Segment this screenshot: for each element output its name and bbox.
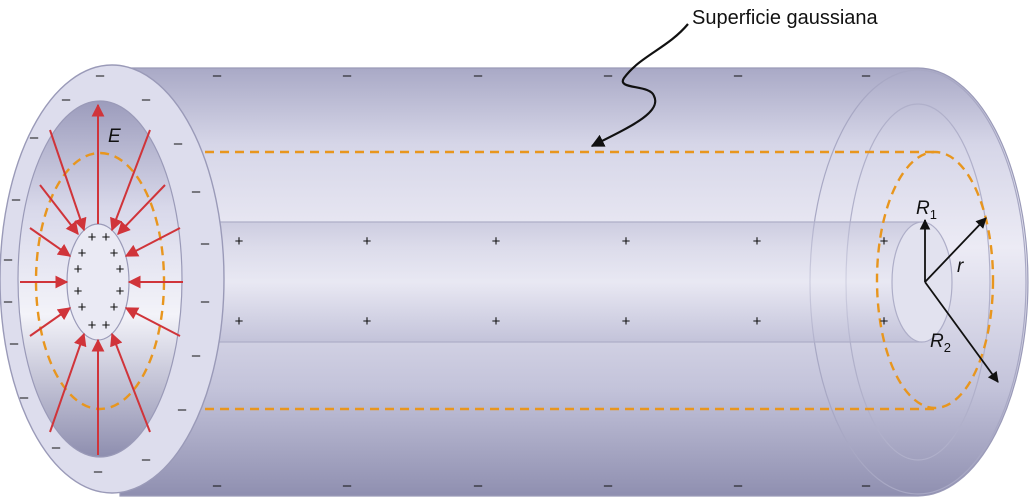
positive-charge-23: +: [102, 317, 111, 334]
negative-charge-15: –: [30, 129, 39, 146]
field-arrow-nne: [117, 184, 166, 235]
negative-charge-11: –: [862, 477, 871, 494]
positive-charge-3: +: [622, 233, 631, 250]
negative-charge-7: –: [343, 477, 352, 494]
negative-charge-2: –: [474, 67, 483, 84]
field-arrow-nnw: [39, 184, 79, 236]
negative-charge-1: –: [343, 67, 352, 84]
negative-charge-5: –: [862, 67, 871, 84]
positive-charge-20: +: [78, 299, 87, 316]
negative-charge-21: –: [4, 293, 13, 310]
positive-charge-14: +: [78, 245, 87, 262]
electric-field-arrows: [20, 103, 183, 455]
positive-charge-5: +: [880, 233, 889, 250]
r2-label: R2: [930, 331, 951, 355]
positive-charge-16: +: [74, 261, 83, 278]
r2-arrow: [924, 281, 999, 383]
positive-charge-8: +: [492, 313, 501, 330]
positive-charge-10: +: [753, 313, 762, 330]
negative-charge-12: –: [96, 67, 105, 84]
positive-charge-11: +: [880, 313, 889, 330]
negative-charge-4: –: [734, 67, 743, 84]
positive-charge-1: +: [363, 233, 372, 250]
negative-charge-10: –: [734, 477, 743, 494]
negative-charge-18: –: [192, 183, 201, 200]
negative-charge-3: –: [604, 67, 613, 84]
field-arrow-ne: [110, 129, 151, 232]
negative-charge-27: –: [52, 439, 61, 456]
negative-charge-9: –: [604, 477, 613, 494]
negative-charge-14: –: [142, 91, 151, 108]
positive-charge-9: +: [622, 313, 631, 330]
positive-charge-13: +: [102, 229, 111, 246]
left-end-face: [0, 64, 225, 494]
annotation-leader: [590, 23, 689, 147]
positive-charge-17: +: [116, 261, 125, 278]
r-arrow: [924, 217, 987, 283]
positive-charge-2: +: [492, 233, 501, 250]
negative-charge-17: –: [12, 191, 21, 208]
positive-charge-22: +: [88, 317, 97, 334]
positive-charge-4: +: [753, 233, 762, 250]
inner-core-cylinder: [100, 221, 953, 343]
negative-charge-20: –: [201, 235, 210, 252]
field-label: E: [108, 126, 121, 147]
field-arrow-wnw: [29, 227, 72, 257]
negative-charge-28: –: [142, 451, 151, 468]
negative-charges: – – – – – – – – – – – – – – – – – – – – – – – – – – – – – –: [4, 67, 871, 494]
negative-charge-29: –: [94, 463, 103, 480]
field-arrow-wsw: [29, 307, 72, 337]
field-arrow-nw: [49, 129, 87, 232]
positive-charge-7: +: [363, 313, 372, 330]
positive-charge-19: +: [116, 283, 125, 300]
negative-charge-6: –: [213, 477, 222, 494]
gaussian-surface: [100, 150, 995, 411]
negative-charge-24: –: [192, 347, 201, 364]
negative-charge-0: –: [213, 67, 222, 84]
field-arrow-ese: [124, 307, 181, 337]
negative-charge-19: –: [4, 251, 13, 268]
negative-charge-26: –: [178, 401, 187, 418]
field-arrow-se: [110, 332, 151, 433]
field-arrow-sw: [49, 332, 87, 433]
negative-charge-16: –: [174, 135, 183, 152]
negative-charge-23: –: [10, 335, 19, 352]
gaussian-surface-label: Superficie gaussiana: [692, 7, 879, 29]
r1-label: R1: [916, 198, 937, 222]
positive-charge-15: +: [110, 245, 119, 262]
positive-charge-6: +: [235, 313, 244, 330]
r-label: r: [957, 256, 964, 277]
positive-charge-18: +: [74, 283, 83, 300]
negative-charge-13: –: [62, 91, 71, 108]
negative-charge-25: –: [20, 389, 29, 406]
positive-charge-21: +: [110, 299, 119, 316]
field-arrow-ene: [124, 227, 181, 257]
radius-indicators: [919, 217, 999, 383]
positive-charge-0: +: [235, 233, 244, 250]
negative-charge-22: –: [201, 293, 210, 310]
positive-charges: ++++++++++++++++++++++++: [74, 229, 889, 334]
negative-charge-8: –: [474, 477, 483, 494]
positive-charge-12: +: [88, 229, 97, 246]
